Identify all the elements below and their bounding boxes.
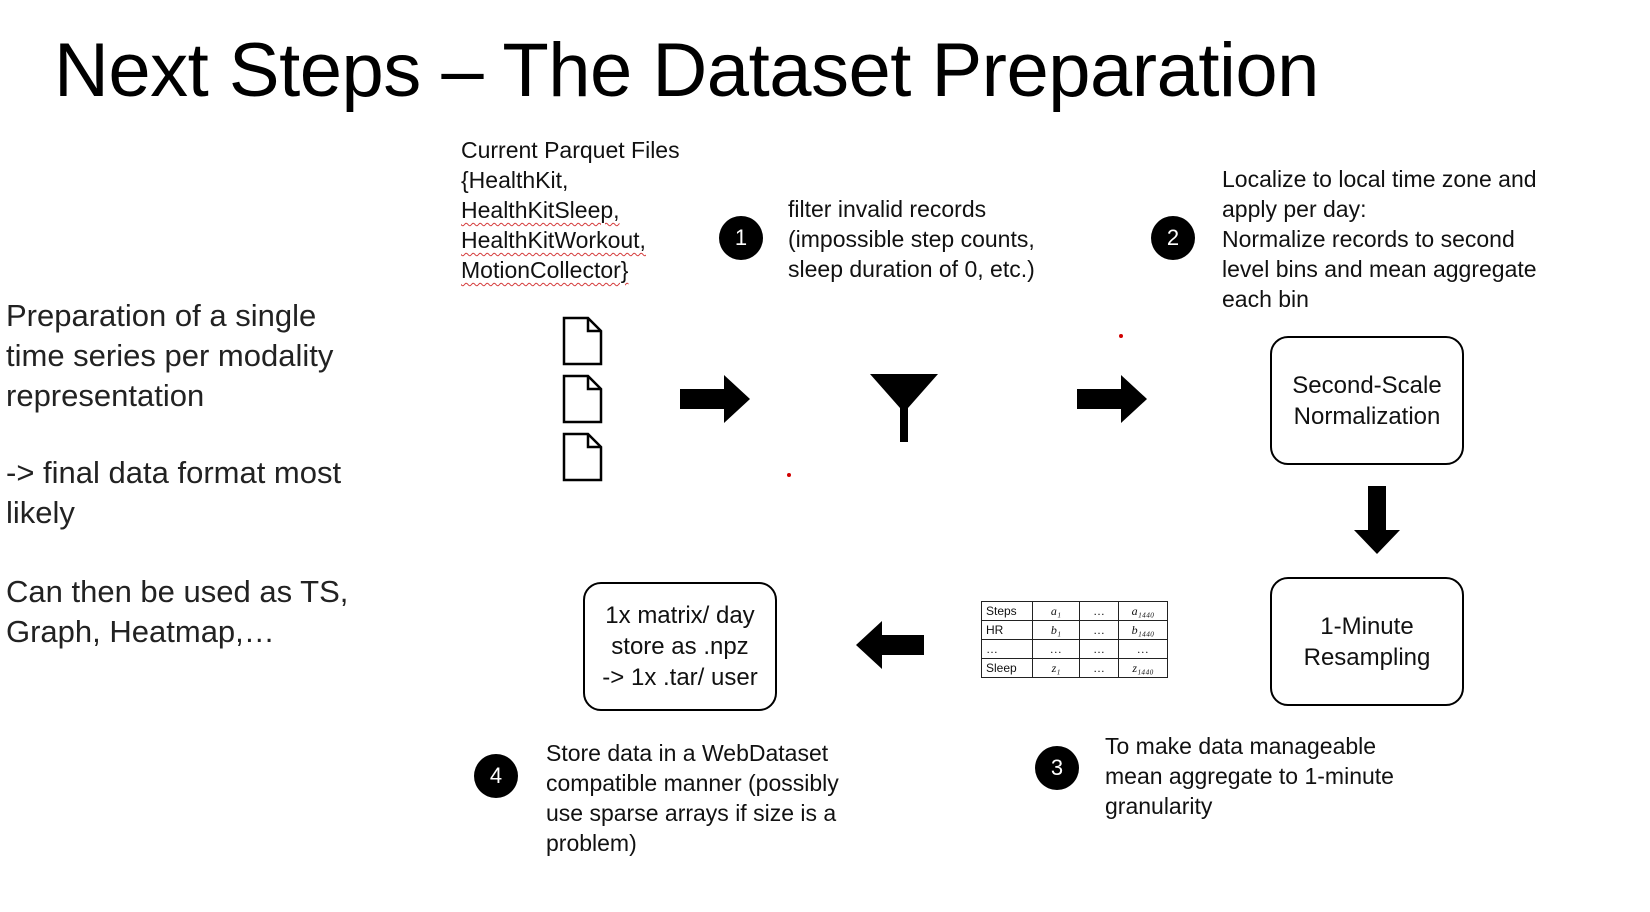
output-label: 1x matrix/ day store as .npz -> 1x .tar/… — [602, 602, 758, 691]
left-para-1: Preparation of a single time series per … — [6, 298, 334, 413]
matrix-cell: … — [1079, 658, 1119, 678]
arrow-right-icon — [680, 375, 750, 423]
document-icon — [562, 374, 603, 424]
arrow-left-icon — [856, 621, 924, 669]
step-4-line: compatible manner (possibly — [546, 770, 839, 796]
normalization-box: Second-Scale Normalization — [1270, 336, 1464, 465]
step-2-line: apply per day: — [1222, 196, 1367, 222]
step-2-text: Localize to local time zone and apply pe… — [1222, 164, 1537, 314]
matrix-cell: b₁₄₄₀ — [1118, 620, 1168, 640]
data-matrix: Steps a₁ … a₁₄₄₀ HR b₁ … b₁₄₄₀ … … … … S… — [981, 601, 1168, 678]
step-1-text: filter invalid records (impossible step … — [788, 194, 1035, 284]
step-4-text: Store data in a WebDataset compatible ma… — [546, 738, 839, 858]
normalization-label: Second-Scale Normalization — [1292, 371, 1442, 430]
step-4-line: Store data in a WebDataset — [546, 740, 829, 766]
step-4-line: problem) — [546, 830, 637, 856]
red-dot-marker — [787, 473, 791, 477]
matrix-cell: … — [1079, 639, 1119, 659]
matrix-row: Sleep z₁ … z₁₄₄₀ — [981, 658, 1168, 678]
matrix-row-label: HR — [981, 620, 1033, 640]
funnel-icon — [870, 374, 938, 442]
document-stack — [562, 316, 603, 482]
step-1-badge: 1 — [719, 216, 763, 260]
arrow-right-icon — [1077, 375, 1147, 423]
matrix-table: Steps a₁ … a₁₄₄₀ HR b₁ … b₁₄₄₀ … … … … S… — [981, 601, 1168, 678]
matrix-cell: … — [1118, 639, 1168, 659]
matrix-row: … … … … — [981, 639, 1168, 659]
left-para-2: -> final data format most likely — [6, 455, 342, 530]
step-3-badge: 3 — [1035, 746, 1079, 790]
output-box: 1x matrix/ day store as .npz -> 1x .tar/… — [583, 582, 777, 711]
step-2-badge: 2 — [1151, 216, 1195, 260]
step-1-line: filter invalid records — [788, 196, 987, 222]
document-icon — [562, 432, 603, 482]
matrix-cell: b₁ — [1032, 620, 1080, 640]
input-heading: Current Parquet Files — [461, 137, 680, 163]
matrix-row-label: Steps — [981, 601, 1033, 621]
matrix-cell: a₁ — [1032, 601, 1080, 621]
step-3-line: granularity — [1105, 793, 1213, 819]
matrix-cell: z₁₄₄₀ — [1118, 658, 1168, 678]
matrix-cell: … — [1032, 639, 1080, 659]
resampling-box: 1-Minute Resampling — [1270, 577, 1464, 706]
matrix-cell: … — [1079, 601, 1119, 621]
document-icon — [562, 316, 603, 366]
step-4-badge: 4 — [474, 754, 518, 798]
input-files-label: Current Parquet Files {HealthKit, Health… — [461, 135, 680, 285]
step-4-line: use sparse arrays if size is a — [546, 800, 837, 826]
matrix-row-label: … — [981, 639, 1033, 659]
matrix-cell: z₁ — [1032, 658, 1080, 678]
arrow-down-icon — [1354, 486, 1400, 554]
step-2-line: Localize to local time zone and — [1222, 166, 1537, 192]
matrix-row-label: Sleep — [981, 658, 1033, 678]
left-para-3: Can then be used as TS, Graph, Heatmap,… — [6, 574, 349, 649]
matrix-row: Steps a₁ … a₁₄₄₀ — [981, 601, 1168, 621]
matrix-cell: … — [1079, 620, 1119, 640]
input-file-3: HealthKitWorkout, — [461, 227, 646, 253]
step-2-line: level bins and mean aggregate — [1222, 256, 1537, 282]
resampling-label: 1-Minute Resampling — [1303, 612, 1431, 671]
input-file-2: HealthKitSleep, — [461, 197, 620, 223]
step-2-line: each bin — [1222, 286, 1309, 312]
step-3-line: mean aggregate to 1-minute — [1105, 763, 1394, 789]
matrix-row: HR b₁ … b₁₄₄₀ — [981, 620, 1168, 640]
step-3-line: To make data manageable — [1105, 733, 1377, 759]
input-file-4: MotionCollector} — [461, 257, 629, 283]
step-3-text: To make data manageable mean aggregate t… — [1105, 731, 1394, 821]
step-1-line: sleep duration of 0, etc.) — [788, 256, 1035, 282]
slide-title: Next Steps – The Dataset Preparation — [54, 28, 1319, 113]
red-dot-marker — [1119, 334, 1123, 338]
step-1-line: (impossible step counts, — [788, 226, 1035, 252]
input-file-1: {HealthKit, — [461, 167, 569, 193]
matrix-cell: a₁₄₄₀ — [1118, 601, 1168, 621]
step-2-line: Normalize records to second — [1222, 226, 1515, 252]
